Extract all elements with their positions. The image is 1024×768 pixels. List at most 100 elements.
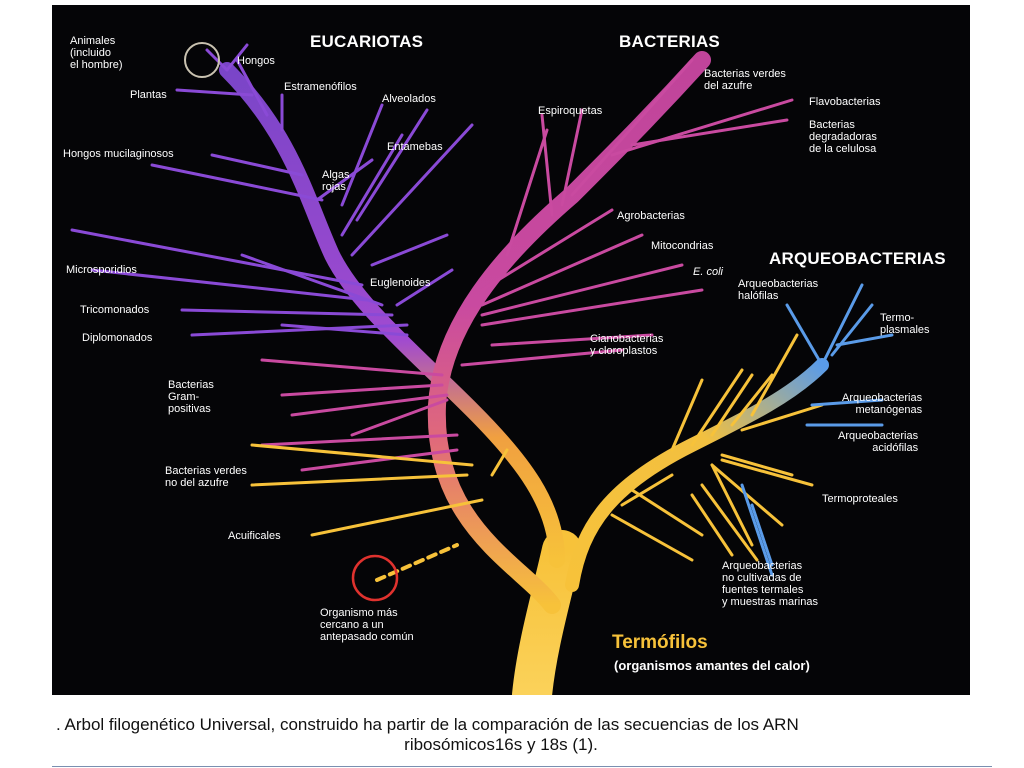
label-bacterias-gram: Bacterias Gram- positivas: [168, 379, 214, 415]
label-termofilos: Termófilos: [612, 632, 708, 653]
archaea-yellow-branch-11: [700, 483, 759, 562]
eukaryote-branch-7: [150, 163, 324, 202]
eukaryote-branch-17: [190, 323, 409, 337]
eukaryote-branch-1: [225, 43, 249, 72]
thermophile-branch-4: [490, 448, 509, 477]
bacteria-branch-10: [480, 288, 704, 327]
bacteria-branch-5: [560, 108, 584, 207]
archaea-blue-branch-7: [740, 483, 774, 577]
label-espiroquetas: Espiroquetas: [538, 105, 603, 117]
label-bacterias-verdes-azufre: Bacterias verdes del azufre: [704, 68, 786, 92]
label-arqueobacterias-acidofilas: Arqueobacterias acidófilas: [838, 430, 919, 454]
archaea-trunk: [565, 358, 829, 592]
eukaryote-branch-11: [340, 103, 384, 207]
thermophile-branch-3: [310, 498, 484, 537]
animal-ring: [184, 42, 220, 78]
label-arqueobacterias-metanogenas: Arqueobacterias metanógenas: [842, 392, 923, 416]
archaea-blue-branch-3: [835, 333, 894, 347]
bacteria-branch-17: [260, 433, 459, 447]
eukaryote-branch-4: [235, 58, 269, 117]
label-flavobacterias: Flavobacterias: [809, 96, 881, 108]
label-algas-rojas: Algas rojas: [322, 169, 350, 193]
label-organismo-ancestral: Organismo más cercano a un antepasado co…: [320, 607, 414, 643]
label-entamebas: Entamebas: [387, 141, 443, 153]
ancestor-ring: [351, 554, 399, 602]
label-ecoli: E. coli: [693, 266, 723, 278]
archaea-yellow-branch-6: [740, 403, 824, 432]
label-agrobacterias: Agrobacterias: [617, 210, 685, 222]
eukaryote-branch-10: [350, 123, 474, 257]
eukaryote-branch-16: [180, 308, 394, 317]
eukaryote-branch-13: [70, 228, 364, 287]
label-arqueobacterias-halofilas: Arqueobacterias halófilas: [738, 278, 819, 302]
archaea-yellow-branch-1: [670, 378, 704, 452]
tree-drawing: [70, 42, 894, 695]
bacteria-branch-6: [505, 128, 549, 257]
label-arqueobacterias-no-cultivadas: Arqueobacterias no cultivadas de fuentes…: [722, 560, 818, 608]
bacteria-branch-9: [480, 263, 684, 317]
label-termoproteales: Termoproteales: [822, 493, 898, 505]
trunk-base: [512, 530, 582, 695]
thermophile-branch-6: [620, 473, 674, 507]
caption-divider: [52, 766, 992, 767]
header-bacterias: BACTERIAS: [619, 32, 720, 51]
eukaryote-branch-2: [205, 48, 229, 72]
eukaryote-branch-14: [90, 268, 369, 302]
label-euglenoides: Euglenoides: [370, 277, 431, 289]
bacteria-branch-15: [290, 393, 449, 417]
label-diplomonados: Diplomonados: [82, 332, 153, 344]
eukaryote-branch-20: [280, 323, 409, 337]
header-eucariotas: EUCARIOTAS: [310, 32, 424, 51]
bacteria-branch-1: [570, 58, 694, 197]
archaea-blue-branch-2: [830, 303, 874, 357]
label-bacterias-verdes-no-azufre: Bacterias verdes no del azufre: [165, 465, 247, 489]
header-arqueobacterias: ARQUEOBACTERIAS: [769, 249, 946, 268]
archaea-blue-branch-1: [785, 303, 824, 367]
label-bacterias-degradadoras: Bacterias degradadoras de la celulosa: [809, 119, 877, 155]
bacteria-branch-7: [480, 208, 614, 292]
figure-caption: . Arbol filogenético Universal, construi…: [56, 715, 1006, 755]
bacteria-branch-11: [490, 333, 654, 347]
eukaryote-branch-15: [240, 253, 384, 307]
eukaryote-branch-18: [395, 268, 454, 307]
archaea-yellow-branch-2: [690, 368, 744, 447]
archaea-yellow-branch-12: [690, 493, 734, 557]
bacteria-branch-13: [260, 358, 444, 377]
label-cianobacterias: Cianobacterias y cloroplastos: [590, 333, 664, 357]
bacteria-branch-2: [610, 98, 794, 157]
label-acuificales: Acuificales: [228, 530, 281, 542]
archaea-yellow-branch-3: [710, 373, 754, 437]
bacteria-branch-3: [630, 118, 789, 147]
label-microsporidios: Microsporidios: [66, 264, 137, 276]
bacteria-branch-12: [460, 348, 624, 367]
label-mitocondrias: Mitocondrias: [651, 240, 714, 252]
phylogenetic-tree-figure: EUCARIOTAS BACTERIAS ARQUEOBACTERIAS Ani…: [52, 5, 970, 695]
label-hongos: Hongos: [237, 55, 275, 67]
bacteria-branch-16: [350, 398, 449, 437]
archaea-blue-branch-5: [810, 398, 884, 407]
thermophile-branch-1: [250, 443, 474, 467]
archaea-yellow-branch-10: [720, 458, 814, 487]
thermophile-branch-7: [630, 488, 704, 537]
eukaryote-branch-6: [210, 153, 304, 177]
bacteria-branch-4: [540, 113, 554, 217]
archaea-yellow-branch-8: [710, 463, 784, 527]
eukaryote-branch-3: [175, 88, 254, 97]
archaea-yellow-branch-7: [720, 453, 794, 477]
caption-line-1: . Arbol filogenético Universal, construi…: [56, 715, 799, 734]
bacteria-branch-18: [300, 448, 459, 472]
bacteria-trunk: [427, 51, 711, 614]
label-animales: Animales (incluido el hombre): [70, 35, 123, 71]
label-termofilos-subtitulo: (organismos amantes del calor): [614, 658, 810, 673]
archaea-yellow-branch-9: [710, 463, 754, 547]
archaea-yellow-branch-4: [730, 373, 774, 427]
ancestor-dashed-link: [375, 543, 459, 582]
label-alveolados: Alveolados: [382, 93, 436, 105]
eukaryote-trunk: [219, 62, 565, 568]
eukaryote-branch-8: [315, 158, 374, 202]
caption-line-2: ribosómicos16s y 18s (1).: [404, 735, 598, 754]
label-estramenofilos: Estramenófilos: [284, 81, 357, 93]
label-hongos-mucilaginosos: Hongos mucilaginosos: [63, 148, 174, 160]
eukaryote-branch-19: [370, 233, 449, 267]
archaea-blue-branch-4: [820, 283, 864, 367]
